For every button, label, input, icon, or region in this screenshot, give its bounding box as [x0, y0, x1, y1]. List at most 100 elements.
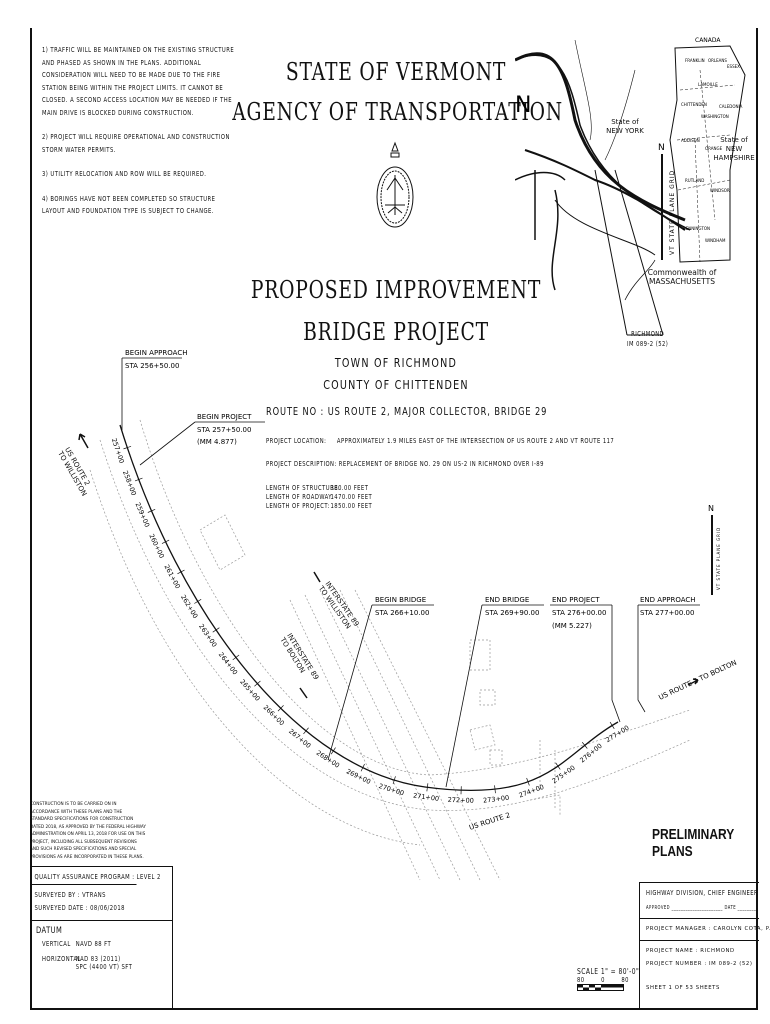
horizontal-value-2: SPC (4400 VT) SFT: [75, 963, 133, 971]
station-tick: [147, 509, 156, 513]
station-label: 274+00: [518, 783, 545, 800]
county: COUNTY OF CHITTENDEN: [323, 378, 469, 392]
begin-project-mm: (MM 4.877): [197, 438, 237, 446]
svg-text:FRANKLIN: FRANKLIN: [685, 58, 705, 63]
qa-program: QUALITY ASSURANCE PROGRAM : LEVEL 2: [30, 867, 160, 885]
station-tick: [330, 747, 336, 755]
project-info: PROJECT NAME : RICHMOND PROJECT NUMBER :…: [640, 941, 759, 999]
station-label: 277+00: [604, 724, 630, 745]
division: HIGHWAY DIVISION, CHIEF ENGINEER: [646, 889, 759, 897]
county-lines: [676, 69, 736, 263]
surveyed-date: SURVEYED DATE : 08/06/2018: [34, 903, 125, 912]
project-number: PROJECT NUMBER : IM 089-2 (52): [646, 960, 753, 967]
station-tick: [426, 783, 429, 792]
map-new-york-label: State of NEW YORK: [606, 118, 644, 135]
station-label: 264+00: [217, 651, 239, 677]
length-value: 1850.00 FEET: [330, 502, 373, 510]
end-project-sta: STA 276+00.00: [552, 609, 606, 617]
svg-text:WINDSOR: WINDSOR: [710, 188, 730, 193]
map-new-hampshire-label: State of NEW HAMPSHIRE: [713, 136, 755, 162]
surveyed-by: SURVEYED BY : VTRANS: [34, 891, 106, 899]
chief-engineer-approval: HIGHWAY DIVISION, CHIEF ENGINEER APPROVE…: [640, 883, 759, 919]
map-canada-label: CANADA: [695, 37, 721, 44]
station-tick: [232, 654, 240, 661]
description-value: REPLACEMENT OF BRIDGE NO. 29 ON US-2 IN …: [338, 460, 544, 468]
plan-north-arrow-icon: N VT STATE PLANE GRID: [708, 504, 721, 595]
callout-name: RICHMOND: [631, 330, 665, 338]
arrow-east-icon: [687, 678, 699, 686]
svg-text:WASHINGTON: WASHINGTON: [701, 114, 729, 119]
begin-approach-sta: STA 256+50.00: [125, 362, 179, 370]
note-2: 2) PROJECT WILL REQUIRE OPERATIONAL AND …: [42, 133, 230, 154]
length-value: 1470.00 FEET: [330, 493, 373, 501]
station-label: 263+00: [197, 623, 218, 649]
length-label: LENGTH OF STRUCTURE:: [266, 484, 341, 492]
project-location: PROJECT LOCATION: APPROXIMATELY 1.9 MILE…: [266, 435, 614, 448]
length-label: LENGTH OF ROADWAY:: [266, 493, 334, 501]
station-label: 270+00: [378, 782, 405, 797]
existing-features: [89, 419, 691, 881]
us2-label: US ROUTE 2: [468, 811, 511, 832]
svg-text:ESSEX: ESSEX: [727, 64, 740, 69]
callout-number: IM 089-2 (52): [627, 340, 669, 348]
proposed-improvement-title: PROPOSED IMPROVEMENT: [250, 276, 542, 304]
station-tick: [303, 727, 309, 735]
svg-text:CALEDONIA: CALEDONIA: [719, 104, 743, 109]
lengths: LENGTH OF STRUCTURE:380.00 FEET LENGTH O…: [266, 484, 372, 511]
scale-left: 80: [577, 976, 585, 984]
station-label: 275+00: [551, 764, 577, 785]
scale-numbers: 80 0 80: [577, 976, 629, 984]
vertical-label: VERTICAL: [42, 939, 71, 948]
project-description: PROJECT DESCRIPTION: REPLACEMENT OF BRID…: [266, 458, 544, 471]
direction-arrows: [78, 433, 699, 699]
construction-note: CONSTRUCTION IS TO BE CARRIED ON IN ACCO…: [30, 801, 146, 859]
station-tick: [277, 705, 284, 712]
station-tick: [609, 721, 615, 730]
map-north-label: N: [515, 93, 531, 118]
svg-text:ADDISON: ADDISON: [681, 138, 700, 143]
horizontal-value: NAD 83 (2011): [75, 955, 121, 963]
station-label: 265+00: [238, 678, 261, 703]
end-project-mm: (MM 5.227): [552, 622, 592, 630]
station-tick: [494, 785, 496, 794]
location-value: APPROXIMATELY 1.9 MILES EAST OF THE INTE…: [336, 437, 615, 445]
map-massachusetts-label: Commonwealth of MASSACHUSETTS: [647, 268, 717, 286]
end-bridge-title: END BRIDGE: [485, 596, 529, 604]
arrow-i89-west-icon: [313, 571, 321, 583]
survey-info: SURVEYED BY : VTRANS SURVEYED DATE : 08/…: [30, 885, 172, 921]
horizontal-label: HORIZONTAL: [42, 955, 81, 963]
end-project-title: END PROJECT: [552, 596, 600, 604]
svg-text:WINDHAM: WINDHAM: [705, 238, 726, 243]
end-bridge-sta: STA 269+90.00: [485, 609, 539, 617]
begin-project-title: BEGIN PROJECT: [197, 413, 252, 421]
proposed-alignment: [119, 424, 619, 792]
date-label: DATE: [724, 904, 737, 911]
sheet-number: SHEET 1 OF 53 SHEETS: [646, 985, 720, 991]
general-notes: 1) TRAFFIC WILL BE MAINTAINED ON THE EXI…: [42, 44, 237, 230]
town: TOWN OF RICHMOND: [334, 356, 458, 370]
description-label: PROJECT DESCRIPTION:: [266, 460, 337, 468]
svg-text:VT STATE PLANE GRID: VT STATE PLANE GRID: [669, 170, 676, 255]
sheet-border: [30, 28, 758, 1010]
scale-right: 80: [621, 976, 629, 984]
state-title: STATE OF VERMONT: [285, 58, 507, 86]
station-label: 262+00: [179, 593, 199, 619]
note-3: 3) UTILITY RELOCATION AND ROW WILL BE RE…: [42, 170, 207, 178]
approved-label: APPROVED: [646, 904, 671, 911]
svg-text:RUTLAND: RUTLAND: [685, 178, 704, 183]
begin-approach-title: BEGIN APPROACH: [125, 349, 187, 357]
begin-project-sta: STA 257+50.00: [197, 426, 251, 434]
title-block: HIGHWAY DIVISION, CHIEF ENGINEER APPROVE…: [639, 882, 770, 1010]
end-approach-title: END APPROACH: [640, 596, 696, 604]
callout-leader: [594, 169, 664, 336]
scale-mid: 0: [601, 976, 605, 984]
location-label: PROJECT LOCATION:: [266, 437, 327, 445]
svg-text:ORLEANS: ORLEANS: [708, 58, 727, 63]
station-tick: [123, 445, 132, 450]
note-4: 4) BORINGS HAVE NOT BEEN COMPLETED SO ST…: [42, 194, 216, 216]
station-tick: [360, 763, 365, 772]
svg-text:BENNINGTON: BENNINGTON: [683, 226, 710, 231]
